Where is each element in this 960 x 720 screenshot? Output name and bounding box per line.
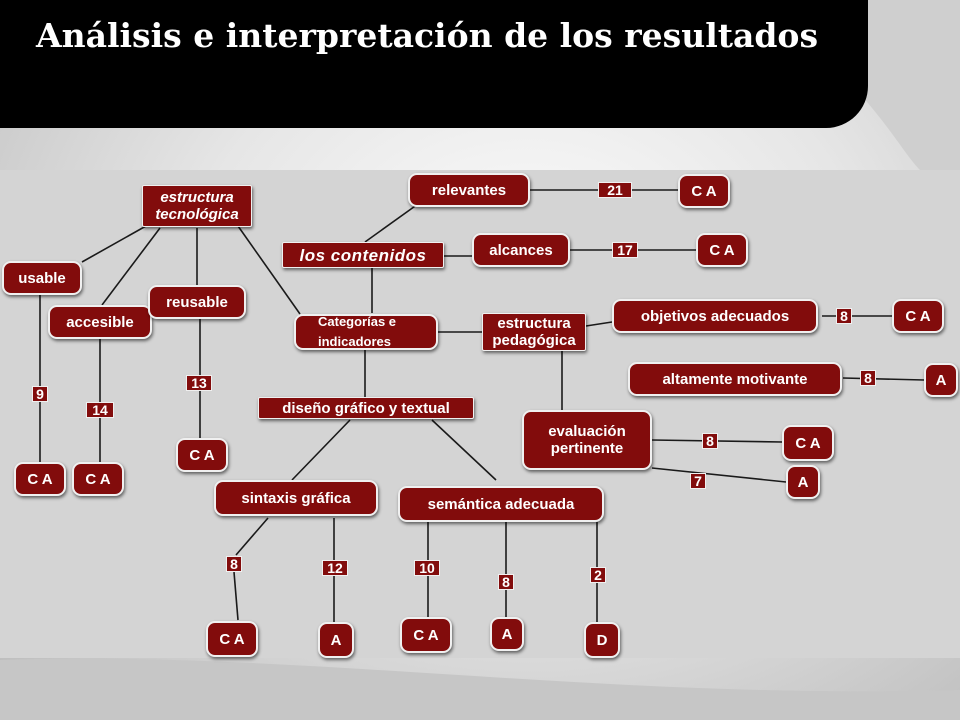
rating-sintaxis-a: A bbox=[318, 622, 354, 658]
rating-motivante: A bbox=[924, 363, 958, 397]
slide-title: Análisis e interpretación de los resulta… bbox=[36, 16, 819, 55]
rating-alcances: C A bbox=[696, 233, 748, 267]
count-motivante: 8 bbox=[860, 370, 876, 386]
rating-objetivos: C A bbox=[892, 299, 944, 333]
count-accesible: 14 bbox=[86, 402, 114, 418]
rating-accesible: C A bbox=[72, 462, 124, 496]
rating-sintaxis-ca: C A bbox=[206, 621, 258, 657]
count-semantica-a: 8 bbox=[498, 574, 514, 590]
node-altamente-motivante: altamente motivante bbox=[628, 362, 842, 396]
rating-relevantes: C A bbox=[678, 174, 730, 208]
node-los-contenidos: los contenidos bbox=[282, 242, 444, 268]
count-reusable: 13 bbox=[186, 375, 212, 391]
node-accesible: accesible bbox=[48, 305, 152, 339]
node-semantica-adecuada: semántica adecuada bbox=[398, 486, 604, 522]
count-sintaxis-a: 12 bbox=[322, 560, 348, 576]
node-estructura-tecnologica: estructura tecnológica bbox=[142, 185, 252, 227]
count-alcances: 17 bbox=[612, 242, 638, 258]
rating-eval-a: A bbox=[786, 465, 820, 499]
rating-usable: C A bbox=[14, 462, 66, 496]
rating-semantica-ca: C A bbox=[400, 617, 452, 653]
node-categorias: Categorías e indicadores bbox=[294, 314, 438, 350]
count-eval-ca: 8 bbox=[702, 433, 718, 449]
node-relevantes: relevantes bbox=[408, 173, 530, 207]
count-eval-a: 7 bbox=[690, 473, 706, 489]
count-semantica-ca: 10 bbox=[414, 560, 440, 576]
node-estructura-pedagogica: estructura pedagógica bbox=[482, 313, 586, 351]
node-sintaxis-grafica: sintaxis gráfica bbox=[214, 480, 378, 516]
count-semantica-d: 2 bbox=[590, 567, 606, 583]
node-evaluacion-pertinente: evaluación pertinente bbox=[522, 410, 652, 470]
rating-semantica-d: D bbox=[584, 622, 620, 658]
node-diseno-grafico: diseño gráfico y textual bbox=[258, 397, 474, 419]
node-usable: usable bbox=[2, 261, 82, 295]
count-sintaxis-ca: 8 bbox=[226, 556, 242, 572]
node-reusable: reusable bbox=[148, 285, 246, 319]
count-objetivos: 8 bbox=[836, 308, 852, 324]
count-relevantes: 21 bbox=[598, 182, 632, 198]
rating-semantica-a: A bbox=[490, 617, 524, 651]
node-alcances: alcances bbox=[472, 233, 570, 267]
rating-eval-ca: C A bbox=[782, 425, 834, 461]
node-objetivos-adecuados: objetivos adecuados bbox=[612, 299, 818, 333]
count-usable: 9 bbox=[32, 386, 48, 402]
rating-reusable: C A bbox=[176, 438, 228, 472]
title-bar: Análisis e interpretación de los resulta… bbox=[0, 0, 868, 128]
